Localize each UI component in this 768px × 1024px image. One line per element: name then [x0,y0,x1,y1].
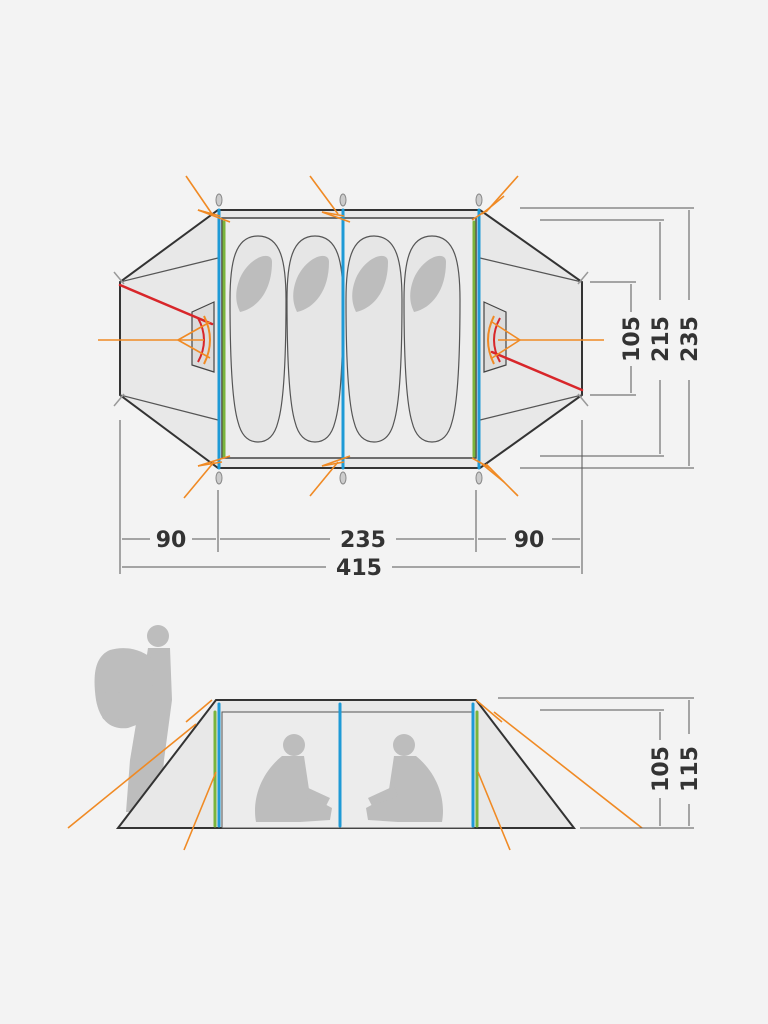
vestibule-pole-red [490,350,584,392]
guy-lines-top [98,175,604,499]
height-dimension-lines [498,697,694,829]
depth-dimension-lines [520,207,694,469]
poles-top [118,208,584,470]
person-sitting-silhouette [366,734,443,822]
vestibule-pole-red [118,283,214,326]
pole-tips [215,193,483,485]
poles-side [213,702,479,828]
depth-inner-label: 215 [649,316,674,362]
width-dimension-lines [119,420,583,574]
depth-total-label: 235 [678,316,703,362]
vestibule-seams [119,257,583,421]
tent-top-view: 90 235 90 415 105 215 235 [98,175,703,581]
sleeping-bag [286,235,344,443]
person-sitting-silhouette [255,734,332,822]
tent-side-view: 105 115 [67,625,703,851]
height-total-label: 115 [678,746,703,792]
width-right-vestibule-label: 90 [514,528,545,553]
height-inner-label: 105 [649,746,674,792]
width-inner-label: 235 [340,528,386,553]
guy-lines-side [67,699,643,851]
width-total-label: 415 [336,556,382,581]
sleeping-bag [345,235,403,443]
sleeping-bag [229,235,287,443]
width-left-vestibule-label: 90 [156,528,187,553]
depth-vestibule-opening-label: 105 [620,316,645,362]
sleeping-bag [403,235,461,443]
